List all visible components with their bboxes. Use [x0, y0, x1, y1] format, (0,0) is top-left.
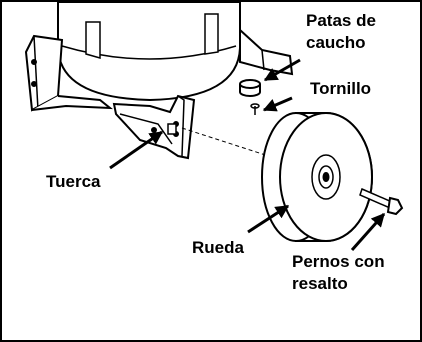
wheel-arrow [247, 204, 290, 234]
screw-label: Tornillo [310, 79, 371, 98]
compressor-tank [57, 1, 241, 102]
wheel-mount-bracket [112, 94, 196, 160]
nut-label: Tuerca [46, 172, 101, 191]
shoulder-bolts-label-line1: Pernos con [292, 252, 385, 271]
wheel-label: Rueda [192, 238, 245, 257]
rubber-foot [239, 79, 261, 97]
rubber-feet-arrow [263, 58, 301, 82]
rubber-feet-label-line1: Patas de [306, 11, 376, 30]
rubber-feet-label-line2: caucho [306, 33, 366, 52]
screw [250, 103, 260, 115]
screw-arrow [262, 96, 293, 112]
nut [167, 123, 177, 135]
nut-arrow [109, 130, 164, 170]
rear-mounting-foot [239, 27, 294, 76]
shoulder-bolt [359, 187, 404, 216]
left-mounting-foot [24, 34, 114, 112]
shoulder-bolt-arrow [350, 212, 386, 251]
wheel [261, 112, 373, 242]
shoulder-bolts-label-line2: resalto [292, 274, 348, 293]
